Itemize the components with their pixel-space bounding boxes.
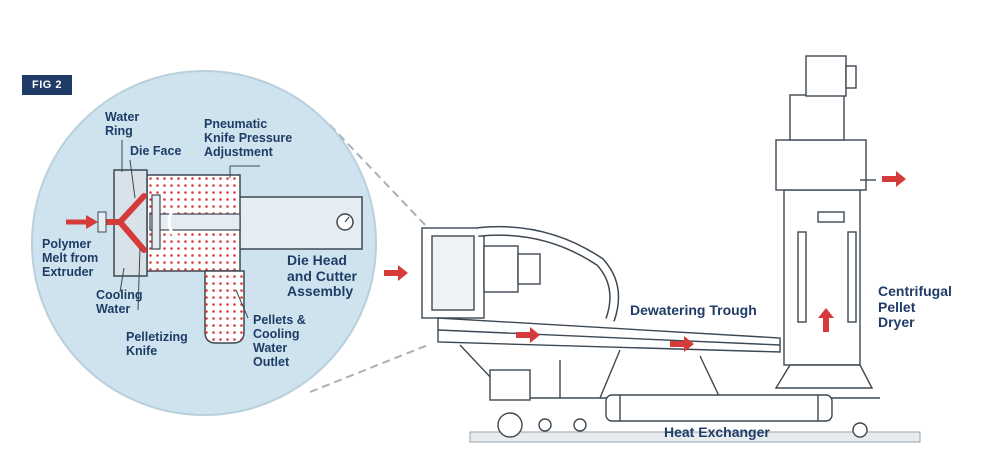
label-die-face: Die Face xyxy=(130,144,182,158)
label-pneumatic-adjustment: Pneumatic Knife Pressure Adjustment xyxy=(204,117,293,159)
label-polymer-melt: Polymer Melt from Extruder xyxy=(42,237,99,279)
label-pelletizing-knife: Pelletizing Knife xyxy=(126,330,188,358)
callout-lines xyxy=(119,140,260,319)
ground-base xyxy=(469,431,921,443)
die-head-detail-circle xyxy=(31,70,377,416)
zoom-line-top xyxy=(329,124,429,229)
label-dewatering-trough: Dewatering Trough xyxy=(630,302,757,318)
zoom-line-bottom xyxy=(309,344,429,393)
label-water-ring: Water Ring xyxy=(105,110,140,138)
label-pellets-outlet: Pellets & Cooling Water Outlet xyxy=(253,313,306,369)
label-cooling-water: Cooling Water xyxy=(96,288,143,316)
label-heat-exchanger: Heat Exchanger xyxy=(664,424,770,440)
label-centrifugal-dryer: Centrifugal Pellet Dryer xyxy=(878,283,952,331)
figure-tag: FIG 2 xyxy=(22,75,72,95)
pelletizer-machine xyxy=(421,55,880,438)
flow-arrows xyxy=(384,171,906,352)
label-die-head-assembly: Die Head and Cutter Assembly xyxy=(287,252,357,300)
